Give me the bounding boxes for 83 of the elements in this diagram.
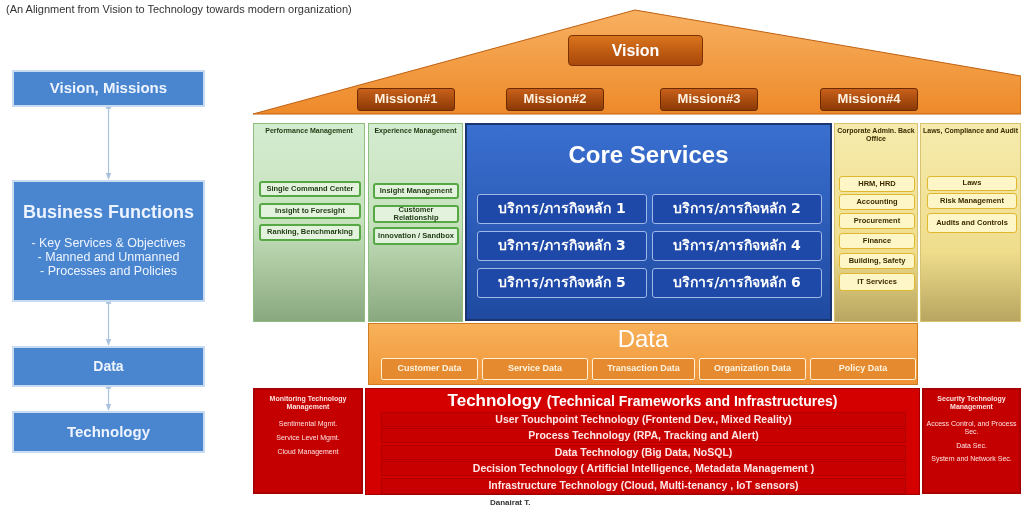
function-item	[259, 224, 361, 241]
label-text: บริการ/ภารกิจหลัก 4	[673, 238, 801, 254]
label-text: Policy Data	[838, 364, 888, 374]
label-text: Mission#2	[523, 92, 587, 107]
stage-box	[12, 180, 205, 302]
item-text: - Key Services & Objectives	[31, 237, 186, 251]
label-text: Core Services	[568, 142, 729, 169]
label-text: Transaction Data	[607, 364, 680, 374]
service-box	[477, 231, 647, 261]
label-text: Organization Data	[714, 364, 791, 374]
technology-row	[381, 445, 906, 460]
stage-box	[12, 411, 205, 453]
stage-box	[12, 346, 205, 387]
technology-row	[381, 428, 906, 443]
subtitle: (An Alignment from Vision to Technology towards modern organization)	[6, 3, 352, 15]
function-item	[259, 181, 361, 197]
label-text: บริการ/ภารกิจหลัก 1	[498, 201, 626, 217]
service-box	[652, 268, 822, 298]
technology-column	[253, 388, 363, 494]
mission-box	[357, 88, 455, 111]
label-text: บริการ/ภารกิจหลัก 3	[498, 238, 626, 254]
function-item	[927, 176, 1017, 191]
technology-column	[922, 388, 1021, 494]
label-text: Infrastructure Technology (Cloud, Multi-tenancy , IoT sensors)	[488, 480, 799, 492]
technology-row	[381, 461, 906, 476]
function-item	[839, 213, 915, 229]
heading: Business Functions	[23, 203, 194, 224]
label-text: Data Technology (Big Data, NoSQL)	[554, 446, 733, 459]
item-text: - Manned and Unmanned	[37, 251, 180, 265]
technology-panel	[365, 388, 920, 495]
vision-box	[568, 35, 703, 66]
function-item	[373, 205, 459, 223]
heading: Technology	[447, 392, 542, 411]
mission-box	[820, 88, 918, 111]
technology-row	[381, 478, 906, 494]
label-text: บริการ/ภารกิจหลัก 2	[673, 201, 801, 217]
function-item	[927, 193, 1017, 209]
item-text: - Processes and Policies	[40, 264, 177, 279]
function-item	[839, 273, 915, 291]
data-item	[482, 358, 588, 380]
mission-box	[506, 88, 604, 111]
function-item	[373, 227, 459, 245]
label-text: Customer Data	[397, 364, 462, 374]
data-item	[381, 358, 478, 380]
label-text: บริการ/ภารกิจหลัก 5	[498, 275, 626, 291]
function-item	[839, 176, 915, 192]
label-text: Vision	[611, 41, 660, 60]
item-text: (Technical Frameworks and Infrastructures)	[546, 394, 838, 410]
mission-box	[660, 88, 758, 111]
function-item	[927, 213, 1017, 233]
data-item	[810, 358, 916, 380]
label-text: User Touchpoint Technology (Frontend Dev., Mixed Reality)	[495, 413, 792, 426]
label-text: Data	[617, 326, 669, 353]
function-item	[839, 233, 915, 249]
label-text: Service Data	[507, 364, 562, 374]
label-text: Mission#4	[837, 92, 901, 107]
function-item	[259, 203, 361, 219]
technology-row	[381, 412, 906, 427]
label-text: Mission#1	[374, 92, 438, 107]
label-text: Data	[93, 358, 124, 375]
function-column	[368, 123, 463, 322]
service-box	[477, 268, 647, 298]
label-text: บริการ/ภารกิจหลัก 6	[673, 275, 801, 291]
author-credit: Danairat T.	[490, 498, 531, 507]
core-services-panel	[465, 123, 832, 321]
service-box	[652, 231, 822, 261]
function-column	[920, 123, 1021, 322]
data-item	[699, 358, 806, 380]
label-text: Decision Technology ( Artificial Intelligence, Metadata Management )	[472, 462, 815, 475]
function-item	[373, 183, 459, 199]
data-panel	[368, 323, 918, 385]
label-text: Vision, Missions	[49, 80, 168, 97]
function-item	[839, 253, 915, 269]
label-text: Mission#3	[677, 92, 741, 107]
function-item	[839, 194, 915, 210]
stage-box	[12, 70, 205, 107]
function-column	[834, 123, 918, 322]
service-box	[477, 194, 647, 224]
label-text: Technology	[66, 423, 151, 441]
function-column	[253, 123, 365, 322]
label-text: Process Technology (RPA, Tracking and Alert)	[528, 429, 759, 442]
service-box	[652, 194, 822, 224]
data-item	[592, 358, 695, 380]
